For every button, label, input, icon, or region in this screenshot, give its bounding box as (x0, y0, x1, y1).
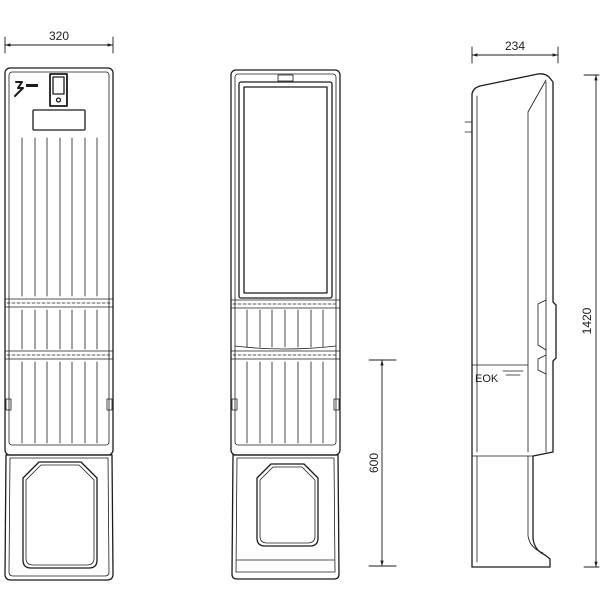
vent-band-lower (4, 350, 114, 360)
total-height-dimension: 1420 (580, 74, 600, 568)
logo-wordmark (26, 84, 38, 87)
cable-entry-opening (256, 463, 319, 547)
cable-entry-opening-inner (259, 466, 316, 544)
vent-notch-upper (537, 299, 547, 351)
label-plate (32, 109, 86, 131)
vent-band-upper (230, 299, 341, 309)
cable-entry-opening (22, 461, 98, 569)
base-height-label: 600 (367, 453, 381, 473)
center-ribs (246, 309, 324, 444)
base-foot-inner-curve (527, 455, 544, 554)
logo-mark (14, 81, 38, 97)
base-outline (231, 454, 340, 580)
foundation-base (4, 454, 114, 581)
band-lower-edge (234, 345, 337, 350)
vent-band-frame (4, 298, 114, 308)
base-height-dimension: 600 (367, 359, 397, 567)
front-ribs (21, 137, 98, 444)
base-outline (4, 454, 114, 581)
base-inner-edge (8, 457, 110, 577)
side-clip-right (333, 398, 340, 411)
window-pane (243, 86, 328, 294)
cable-entry-opening-inner (25, 464, 95, 566)
vent-band-upper (4, 298, 114, 308)
vent-band-frame (230, 350, 341, 360)
lock-window-pane (52, 76, 65, 95)
center-view: 600 (230, 69, 397, 580)
front-view: 320 (4, 29, 114, 581)
ground-level-label: EOK (475, 373, 499, 385)
width-dimension: 320 (4, 29, 114, 54)
foundation-base (231, 454, 340, 580)
vent-band-frame (230, 299, 341, 309)
side-clip-right (106, 398, 113, 411)
ground-level-marker: EOK (471, 364, 529, 385)
depth-dimension: 234 (471, 39, 559, 64)
side-clip-left (5, 398, 12, 411)
side-clip-left (231, 398, 238, 411)
window-frame (238, 81, 333, 299)
total-height-label: 1420 (580, 307, 594, 334)
base-inner-edge (235, 457, 336, 573)
vent-band-frame (4, 350, 114, 360)
lock-cylinder-icon (55, 97, 62, 103)
hinge-tab (277, 74, 294, 82)
cabinet-inner-edge (234, 73, 337, 446)
lock-window (49, 73, 68, 107)
vent-band-lower (230, 350, 341, 360)
lock-window-frame (49, 73, 68, 107)
window-panel (238, 81, 333, 299)
cabinet-inner-edge (8, 71, 110, 446)
depth-label: 234 (505, 39, 525, 53)
width-label: 320 (49, 29, 69, 43)
side-view: 234 1420 EOK (464, 39, 600, 568)
hood-slope-line (527, 79, 547, 113)
vent-notch-lower (537, 354, 547, 375)
logo-symbol (14, 81, 24, 97)
side-profile-outline (471, 73, 557, 568)
